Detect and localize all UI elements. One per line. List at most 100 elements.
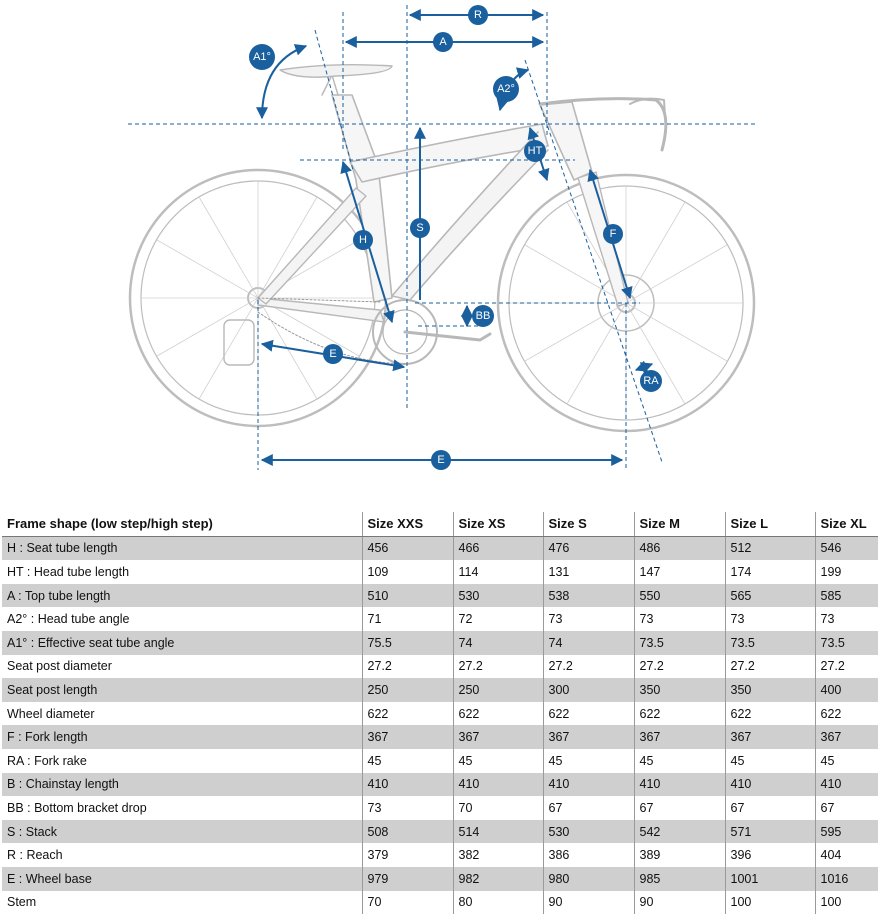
header-size-xxs: Size XXS <box>361 512 453 537</box>
row-label: A : Top tube length <box>2 583 362 608</box>
table-cell: 73 <box>633 607 725 631</box>
table-cell: 367 <box>452 725 543 749</box>
table-cell: 147 <box>633 560 725 584</box>
table-cell: 199 <box>814 560 878 584</box>
svg-text:HT: HT <box>528 145 543 157</box>
table-cell: 400 <box>814 678 878 702</box>
table-cell: 622 <box>724 701 815 726</box>
table-cell: 114 <box>452 560 543 584</box>
table-cell: 571 <box>724 819 815 844</box>
badge-A: A <box>433 32 453 52</box>
table-cell: 300 <box>542 678 634 702</box>
svg-text:E: E <box>437 454 444 466</box>
table-cell: 530 <box>542 819 634 844</box>
table-cell: 622 <box>814 701 878 726</box>
table-cell: 350 <box>724 678 815 702</box>
table-cell: 982 <box>452 866 543 891</box>
table-cell: 538 <box>542 583 634 608</box>
table-cell: 1001 <box>724 866 815 891</box>
table-cell: 73 <box>542 607 634 631</box>
table-cell: 80 <box>452 890 543 915</box>
table-cell: 73 <box>724 607 815 631</box>
table-cell: 73 <box>814 607 878 631</box>
table-cell: 379 <box>361 843 453 867</box>
table-cell: 27.2 <box>361 654 453 679</box>
table-cell: 70 <box>361 890 453 915</box>
table-cell: 367 <box>814 725 878 749</box>
table-cell: 72 <box>452 607 543 631</box>
table-cell: 250 <box>361 678 453 702</box>
row-label: BB : Bottom bracket drop <box>7 800 147 815</box>
table-cell: 985 <box>633 866 725 891</box>
badge-A2: A2° <box>493 76 519 102</box>
table-cell: 508 <box>361 819 453 844</box>
row-label: R : Reach <box>7 848 63 863</box>
svg-text:A: A <box>439 36 447 48</box>
header-size-xs: Size XS <box>452 512 543 537</box>
table-cell: 542 <box>633 819 725 844</box>
row-label: E : Wheel base <box>2 866 362 891</box>
table-cell: 45 <box>542 748 634 773</box>
table-cell: 404 <box>814 843 878 867</box>
badge-H: H <box>353 230 373 250</box>
table-cell: 410 <box>361 772 453 797</box>
badge-BB: BB <box>472 305 494 327</box>
table-cell: 622 <box>542 701 634 726</box>
table-cell: 45 <box>452 748 543 773</box>
table-cell: 27.2 <box>724 654 815 679</box>
header-size-s: Size S <box>542 512 634 537</box>
table-cell: 367 <box>724 725 815 749</box>
badge-S: S <box>410 218 430 238</box>
badge-E-chainstay: E <box>323 344 343 364</box>
table-header-row: Frame shape (low step/high step) Size XX… <box>2 512 878 537</box>
table-cell: 174 <box>724 560 815 584</box>
table-cell: 410 <box>724 772 815 797</box>
table-cell: 1016 <box>814 866 878 891</box>
svg-text:R: R <box>474 9 482 21</box>
table-cell: 109 <box>361 560 453 584</box>
row-label: F : Fork length <box>2 725 362 749</box>
table-cell: 389 <box>633 843 725 867</box>
badge-HT: HT <box>524 140 546 162</box>
svg-text:A1°: A1° <box>253 51 271 63</box>
table-cell: 67 <box>814 796 878 820</box>
table-cell: 74 <box>452 630 543 655</box>
row-label: B : Chainstay length <box>2 772 362 797</box>
row-label: RA : Fork rake <box>7 753 87 768</box>
table-cell: 410 <box>452 772 543 797</box>
table-cell: 27.2 <box>452 654 543 679</box>
row-label: HT : Head tube length <box>7 564 130 579</box>
table-cell: 71 <box>361 607 453 631</box>
row-label: Seat post length <box>2 678 362 702</box>
table-cell: 410 <box>814 772 878 797</box>
table-cell: 510 <box>361 583 453 608</box>
bike-geometry-diagram: R A A1° A2° HT S H F BB E RA E <box>128 5 756 470</box>
table-cell: 456 <box>361 536 453 561</box>
badge-F: F <box>603 224 623 244</box>
table-cell: 75.5 <box>361 630 453 655</box>
table-cell: 486 <box>633 536 725 561</box>
table-cell: 45 <box>361 748 453 773</box>
badge-R: R <box>468 5 488 25</box>
table-cell: 386 <box>542 843 634 867</box>
table-cell: 530 <box>452 583 543 608</box>
svg-text:H: H <box>359 234 367 246</box>
table-cell: 382 <box>452 843 543 867</box>
row-label: S : Stack <box>2 819 362 844</box>
row-label: Seat post diameter <box>7 659 112 674</box>
header-frame-shape: Frame shape (low step/high step) <box>2 512 362 537</box>
table-cell: 410 <box>633 772 725 797</box>
row-label: Stem <box>7 895 37 910</box>
table-cell: 367 <box>361 725 453 749</box>
svg-text:RA: RA <box>643 375 659 387</box>
table-cell: 367 <box>542 725 634 749</box>
